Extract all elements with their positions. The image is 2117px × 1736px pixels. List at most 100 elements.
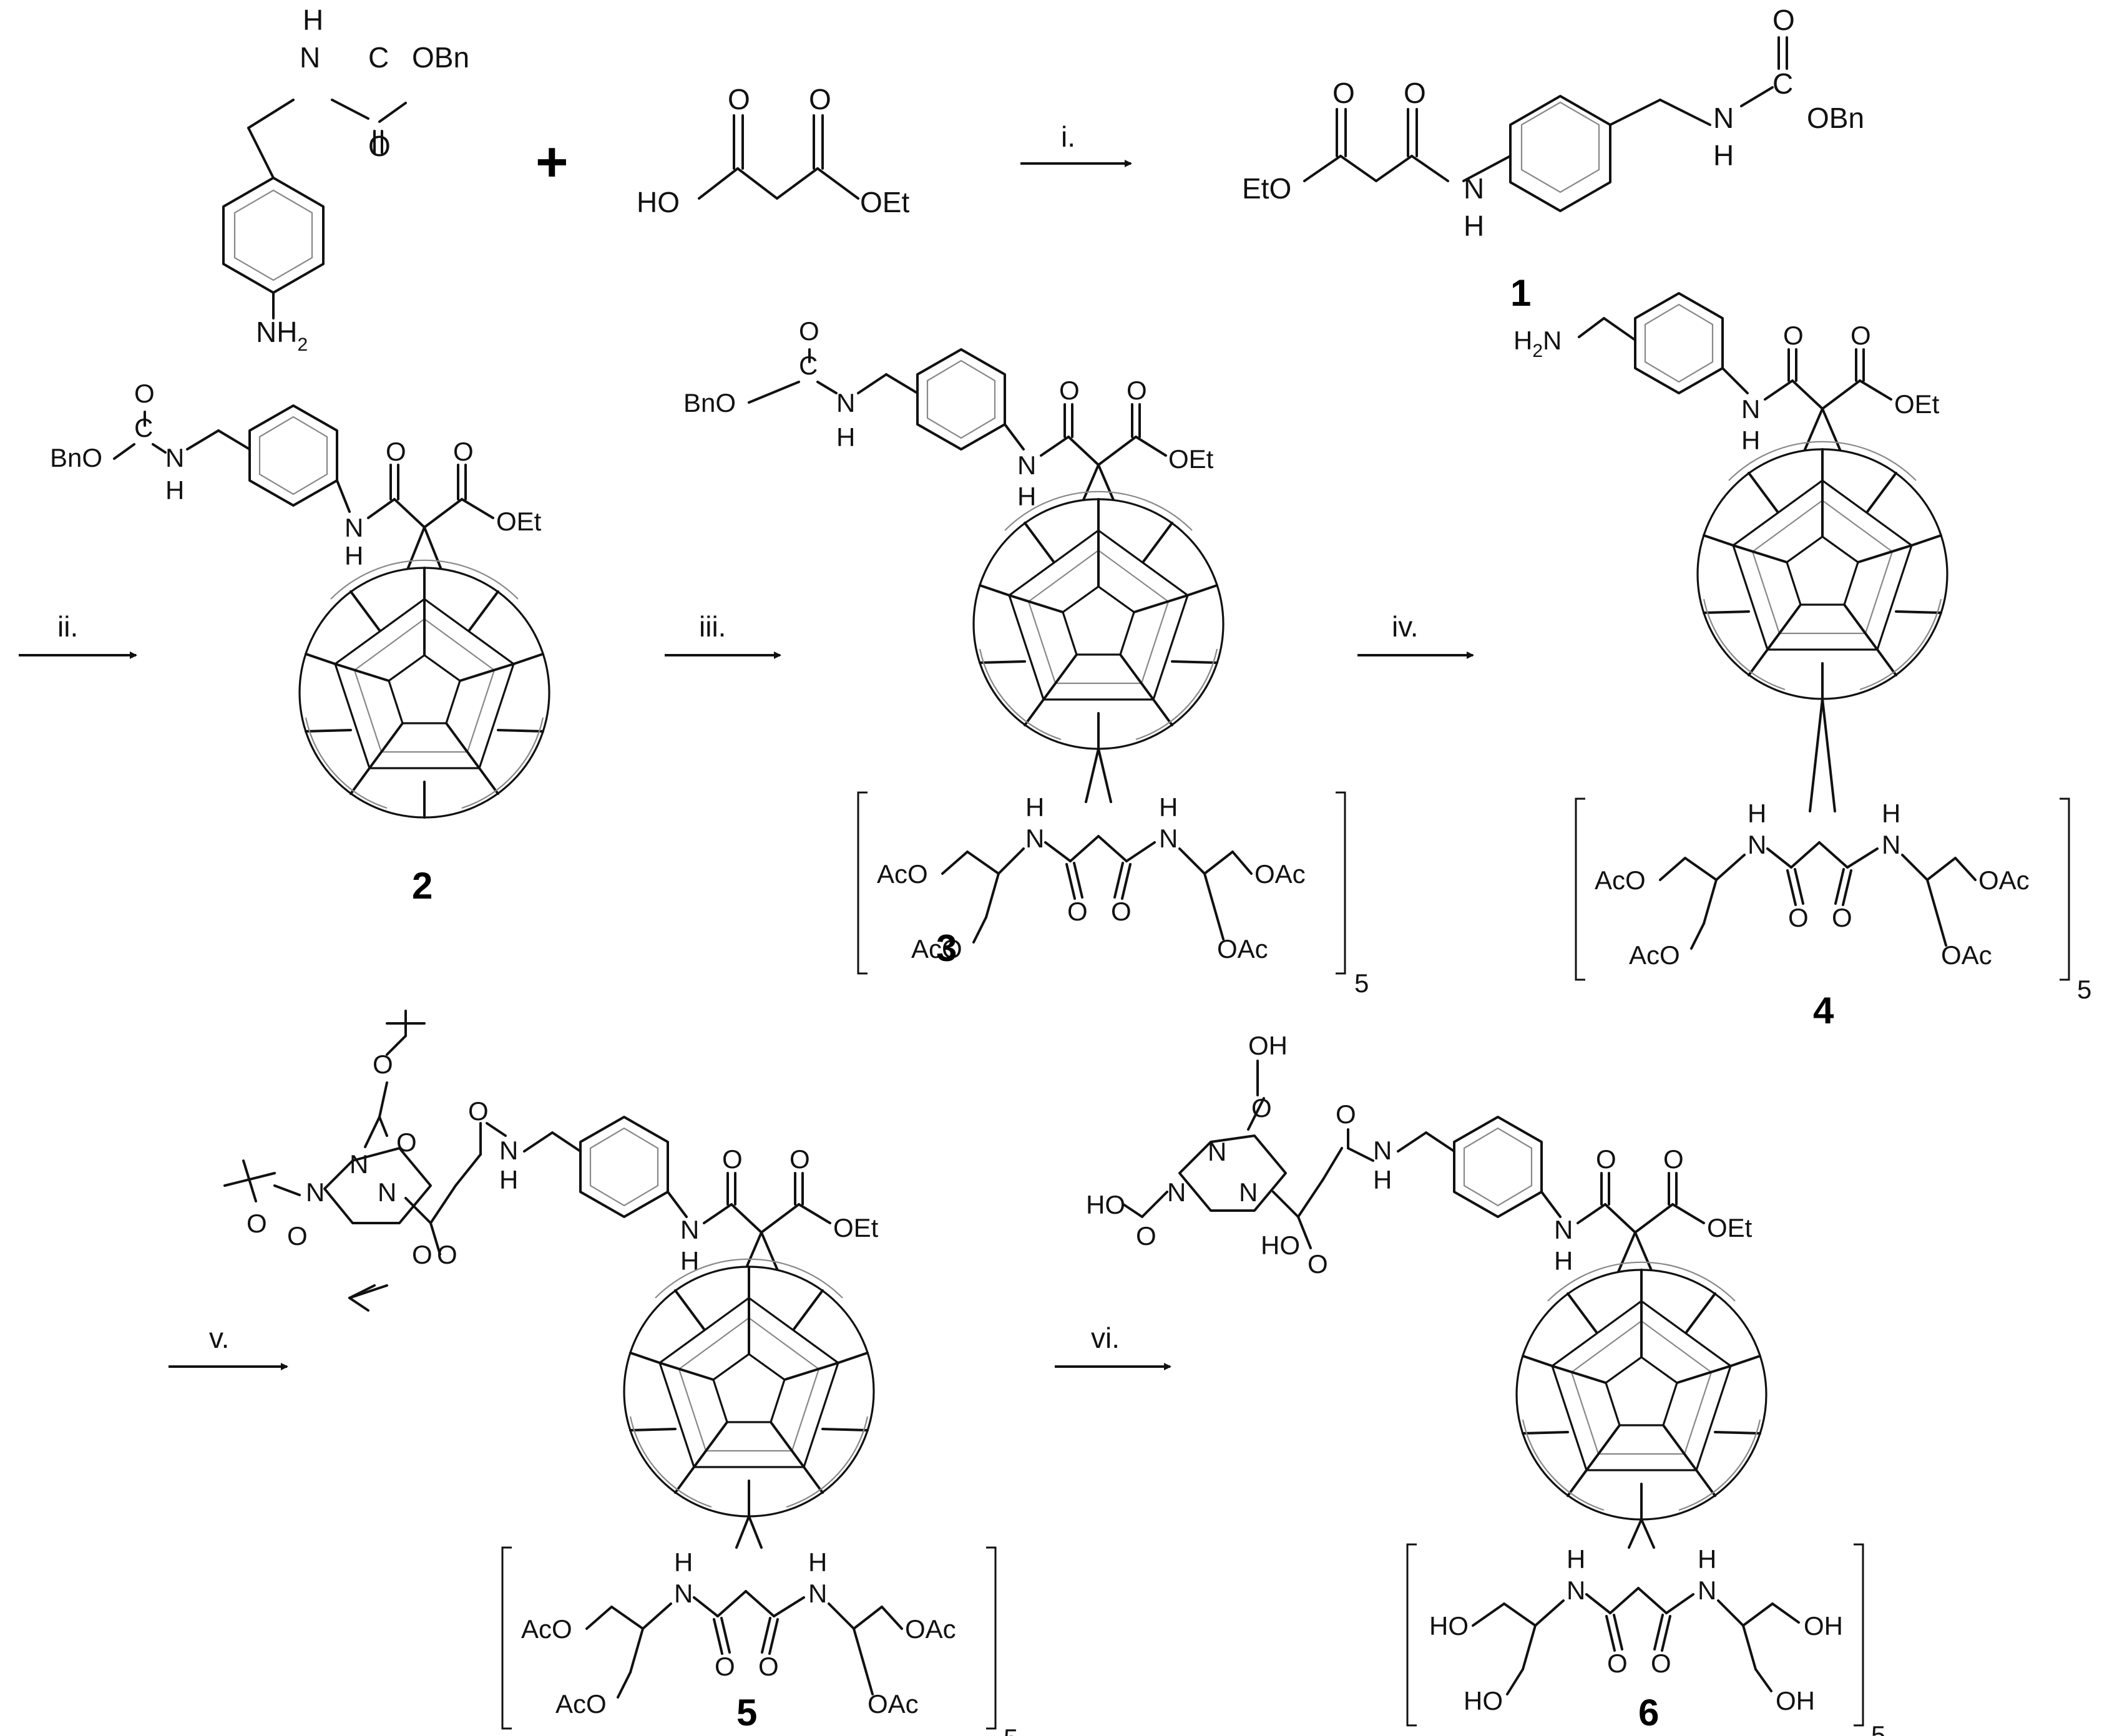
step-v: v. [169,1322,288,1370]
c3-multiplier: 5 [1354,968,1369,998]
c4-fullerene [1696,440,1948,700]
c2-bno: BnO [50,443,102,472]
step-i-label: i. [1061,120,1075,153]
c6-ho2: HO [1261,1231,1300,1260]
c3-m-oac1: OAc [1254,859,1306,889]
c4-m-n1: N [1748,830,1766,859]
c6-multiplier: 5 [1871,1720,1885,1736]
step-ii-label: ii. [57,610,78,643]
amine-n: N [300,41,320,74]
c1-obn: OBn [1807,102,1864,134]
c2-o1: O [386,437,406,466]
c6-ho1: HO [1086,1190,1125,1219]
c5-m-aco2: AcO [555,1689,607,1719]
c4-m-oac2: OAc [1941,940,1992,970]
step-iii: iii. [665,610,781,659]
malonate-reagent: O O HO OEt [637,83,909,218]
c4-m-h2: H [1882,799,1900,828]
c3-m-n2: N [1159,824,1178,853]
c4-m-n2: N [1882,830,1900,859]
c3-malonamide: H N H N AcO AcO OAc OAc O O [857,791,1369,998]
c4-m-o2: O [1832,903,1852,932]
c1-nh-n: N [1464,172,1484,205]
compound-5: O O N N N O O O O O N H N H [223,1010,1018,1736]
c6-o1: O [1596,1144,1616,1174]
c5-m-oac1: OAc [905,1614,956,1644]
c4-m-o1: O [1788,903,1809,932]
c6-nh-h: H [1373,1165,1392,1194]
c5-o1: O [373,1050,393,1079]
c4-o1: O [1783,321,1804,350]
c3-o1: O [1059,376,1080,405]
step-i: i. [1020,120,1132,167]
malonate-o1: O [728,83,750,115]
compound-1: O O EtO N H N H C O OBn 1 [1242,4,1864,314]
benzylamine-reagent: H N C O OBn NH2 [222,4,469,355]
c1-o2: O [1404,77,1426,109]
c3-m-oac2: OAc [1217,934,1268,963]
compound-6-label: 6 [1638,1692,1659,1734]
c6-o-left: O [1136,1221,1156,1251]
c5-o7: O [468,1096,489,1126]
c1-nh-h: H [1464,210,1484,242]
c3-bno: BnO [683,388,736,417]
c3-m-o1: O [1067,897,1088,926]
c5-n1: N [350,1149,368,1179]
amine-o: O [368,130,391,162]
c6-m-o2: O [1651,1649,1671,1678]
c3-h: H [836,422,855,452]
plus-sign: + [535,131,569,193]
c4-m-aco2: AcO [1629,940,1680,970]
c6-fullerene [1515,1261,1767,1521]
c4-nh-n: N [1741,394,1760,424]
c6-nh2-h: H [1554,1246,1573,1275]
c4-multiplier: 5 [2077,975,2091,1004]
c5-n4: N [499,1136,518,1165]
c5-oet: OEt [833,1213,879,1242]
c2-h: H [165,475,184,505]
c5-o6: O [437,1240,457,1269]
c6-n3: N [1239,1178,1258,1207]
malonate-oet: OEt [860,186,909,218]
c5-m-h1: H [674,1548,693,1577]
compound-4-label: 4 [1813,990,1834,1031]
c6-m-h1: H [1567,1544,1585,1574]
c6-m-ho1: HO [1429,1611,1469,1641]
c5-o9: O [790,1144,810,1174]
c4-m-oac1: OAc [1978,866,2030,895]
c3-nh-h: H [1017,482,1036,511]
c5-o2: O [396,1128,417,1157]
c3-o-top: O [799,316,819,346]
c2-oet: OEt [496,507,542,536]
c4-h2n-sub: 2 [1532,341,1543,361]
c5-m-o2: O [758,1652,779,1681]
c3-m-h1: H [1025,792,1044,822]
c6-o-amide: O [1336,1100,1356,1129]
malonate-o2: O [809,83,831,115]
c6-n2: N [1167,1178,1186,1207]
compound-1-label: 1 [1510,272,1531,314]
c5-m-h2: H [808,1548,827,1577]
c1-nh2-n: N [1713,102,1734,134]
amine-c: C [368,41,389,74]
c3-m-aco2: AcO [911,934,962,963]
c6-oet: OEt [1707,1213,1753,1242]
c2-n: N [165,443,184,472]
c5-nh-h: H [499,1165,518,1194]
c6-m-h2: H [1698,1544,1716,1574]
c5-nh2-n: N [680,1215,699,1244]
compound-5-label: 5 [736,1692,757,1734]
compound-6: OH O N N N HO O HO O O N H N H [1086,1031,1885,1736]
c6-n4: N [1373,1136,1392,1165]
c5-nh2-h: H [680,1246,699,1275]
c3-oet: OEt [1168,444,1214,474]
c6-m-o1: O [1607,1649,1628,1678]
amine-nh2-sub: 2 [297,334,308,355]
c2-nh-h: H [345,541,363,570]
c6-serinol-malonamide: H N H N HO HO OH OH O O [1406,1543,1885,1736]
c6-m-oh1: OH [1804,1611,1843,1641]
amine-nh-h: H [303,4,323,36]
c5-n3: N [378,1178,396,1207]
